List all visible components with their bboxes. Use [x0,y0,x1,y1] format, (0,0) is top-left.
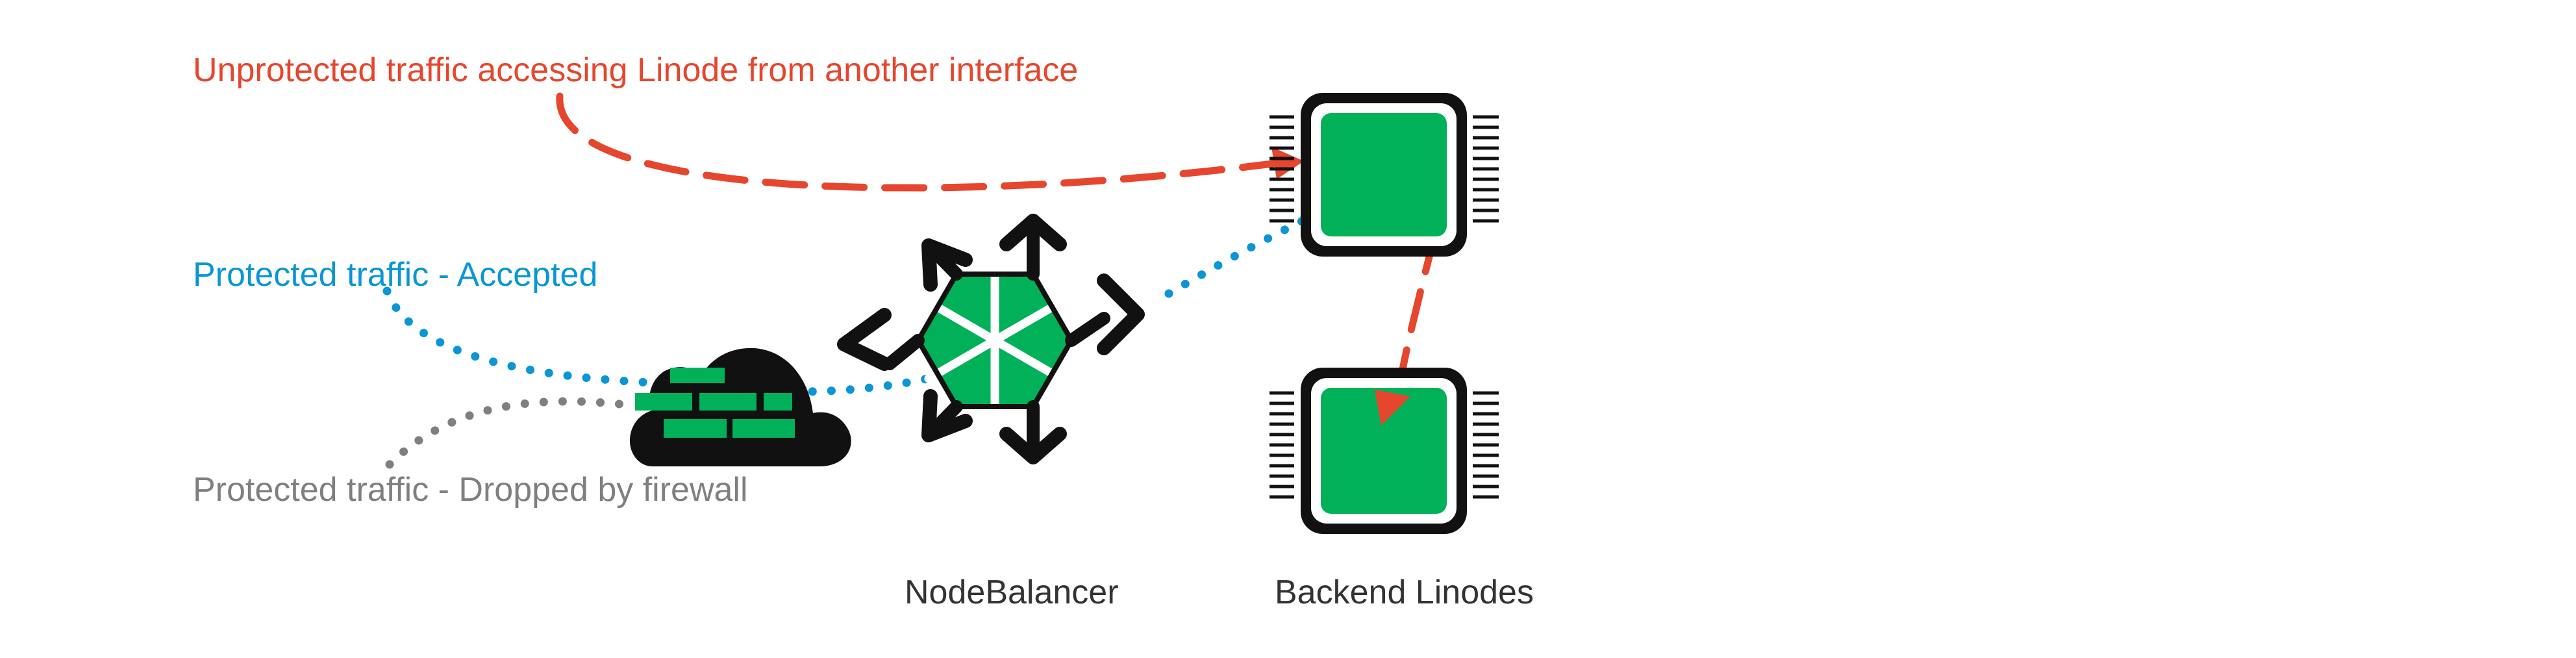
unprotected-traffic-label: Unprotected traffic accessing Linode fro… [193,51,1079,89]
accepted-traffic-label: Protected traffic - Accepted [193,256,598,294]
dropped-traffic-path [385,397,641,469]
accepted-traffic-path-out [1164,212,1315,298]
linode-chip-icon-top [1269,93,1499,257]
linode-chip-icon-bottom [1269,368,1499,534]
nodebalancer-hexagon-icon [837,214,1145,464]
linode-to-linode-arrowhead-front [1375,390,1410,425]
backend-linodes-caption: Backend Linodes [1275,574,1534,611]
unprotected-arrowhead [1271,147,1304,179]
nodebalancer-caption: NodeBalancer [905,574,1119,611]
dropped-traffic-label: Protected traffic - Dropped by firewall [193,471,748,509]
unprotected-traffic-path [556,92,1277,192]
cloud-firewall-icon [629,348,851,466]
